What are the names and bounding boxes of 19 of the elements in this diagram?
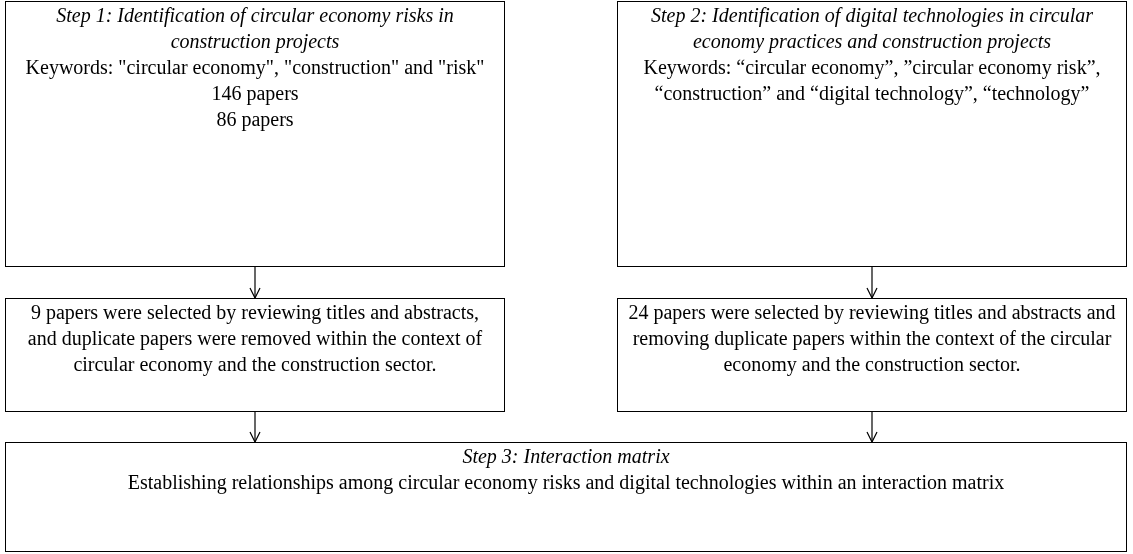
- process-box: [617, 298, 1127, 412]
- box-text: 146 papers: [211, 81, 299, 106]
- process-box: [617, 1, 1127, 267]
- step-heading: Step 3: Interaction matrix: [462, 444, 670, 469]
- arrow: [866, 411, 878, 443]
- arrow: [249, 266, 261, 299]
- process-box: [5, 442, 1127, 552]
- box-text: Keywords: "circular economy", "construction" and "risk": [25, 55, 485, 80]
- box-text: Keywords: “circular economy”, ”circular economy risk”, “construction” and “digital technology”, “technology”: [642, 55, 1102, 106]
- box-text: Establishing relationships among circular economy risks and digital technologies within an interaction matrix: [127, 470, 1005, 495]
- box-text: 86 papers: [216, 107, 294, 132]
- step-heading: Step 2: Identification of digital technologies in circular economy practices and construction projects: [650, 3, 1094, 54]
- process-box: [5, 1, 505, 267]
- box-text: 9 papers were selected by reviewing titles and abstracts, and duplicate papers were removed within the context of circular economy and the construction sector.: [26, 300, 484, 377]
- arrow: [866, 266, 878, 299]
- process-box: [5, 298, 505, 412]
- arrow: [249, 411, 261, 443]
- step-heading: Step 1: Identification of circular economy risks in construction projects: [55, 3, 455, 54]
- box-text: 24 papers were selected by reviewing titles and abstracts and removing duplicate papers within the context of the circular economy and the construction sector.: [627, 300, 1117, 377]
